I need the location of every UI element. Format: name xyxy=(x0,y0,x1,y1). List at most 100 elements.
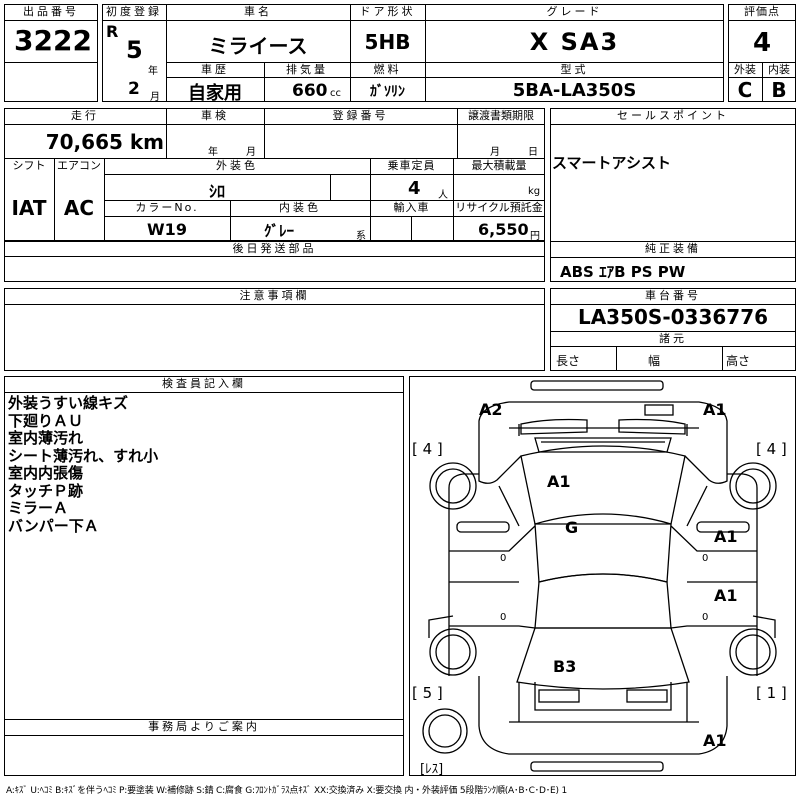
chassis-number: LA350S-0336776 xyxy=(577,305,769,329)
recycle-label: リサイクル預託金 xyxy=(455,201,543,214)
mark-trunk: B3 xyxy=(553,657,577,676)
later-parts-label: 後日発送部品 xyxy=(232,242,317,255)
mark-hood: A1 xyxy=(547,472,571,491)
exterior-label: 外装 xyxy=(734,63,756,76)
legend: A:ｷｽﾞ U:ﾍｺﾐ B:ｷｽﾞを伴うﾍｺﾐ P:要塗装 W:補修跡 S:錆 … xyxy=(6,786,567,796)
lot-box xyxy=(4,4,98,102)
transfer-day-unit: 日 xyxy=(528,147,538,158)
inspector-label: 検査員記入欄 xyxy=(162,377,246,390)
fuel: ｶﾞｿﾘﾝ xyxy=(370,84,405,100)
note-line: 下廻りＡＵ xyxy=(8,411,84,430)
first-reg-label: 初度登録 xyxy=(106,5,162,18)
reg-year: 5 xyxy=(126,36,143,64)
fuel-label: 燃料 xyxy=(373,63,402,76)
diagram-box xyxy=(409,376,796,776)
door-value: 0 xyxy=(500,612,507,623)
capacity-unit: 人 xyxy=(438,190,448,201)
note-line: タッチＰ跡 xyxy=(8,481,84,500)
vehicle-box xyxy=(102,4,724,102)
mark-roof: G xyxy=(565,518,579,537)
sales-label: セールスポイント xyxy=(617,109,729,122)
score-label: 評価点 xyxy=(744,5,780,18)
height-label: 高さ xyxy=(726,354,751,368)
mark-front-left: A2 xyxy=(479,400,503,419)
office-label: 事務局よりご案内 xyxy=(148,720,260,733)
month-unit: 月 xyxy=(150,92,160,103)
history: 自家用 xyxy=(188,83,242,104)
car-name-label: 車名 xyxy=(244,5,272,18)
tire-spare: [ﾚｽ] xyxy=(420,762,444,777)
exterior-color: ｼﾛ xyxy=(208,182,225,201)
door-value: 0 xyxy=(500,553,507,564)
equipment: ABS ｴｱB PS PW xyxy=(560,263,686,281)
color-no-label: カラーNo. xyxy=(135,201,199,214)
note-line: 室内薄汚れ xyxy=(8,429,84,447)
lot-label: 出品番号 xyxy=(23,5,79,18)
width-label: 幅 xyxy=(648,354,661,368)
interior-label: 内装 xyxy=(768,63,790,76)
inspector-box xyxy=(4,376,404,776)
lot-number: 3222 xyxy=(14,24,92,57)
exterior-score: C xyxy=(737,78,753,102)
door-label: ドア形状 xyxy=(359,5,416,18)
car-diagram xyxy=(422,380,777,772)
note-line: シート薄汚れ、すれ小 xyxy=(8,446,159,465)
length-label: 長さ xyxy=(556,354,581,368)
tire-rear-left: [ 5 ] xyxy=(412,684,443,702)
reg-no-label: 登録番号 xyxy=(332,109,389,122)
ac-label: エアコン xyxy=(57,159,101,172)
int-color-unit: 系 xyxy=(356,231,366,242)
note-line: ミラーＡ xyxy=(8,499,69,517)
sales-point: スマートアシスト xyxy=(552,154,671,172)
capacity-label: 乗車定員 xyxy=(387,159,436,172)
displacement: 660 xyxy=(292,81,328,101)
car-name: ミライース xyxy=(208,34,308,58)
insp-year-unit: 年 xyxy=(208,147,218,158)
int-color: ｸﾞﾚｰ xyxy=(264,222,295,240)
inspector-notes: 外装うすい線キズ 下廻りＡＵ 室内薄汚れ シート薄汚れ、すれ小 室内内張傷 タッ… xyxy=(8,394,159,535)
capacity: 4 xyxy=(408,178,421,199)
tire-rear-right: [ 1 ] xyxy=(756,684,787,702)
model: 5BA-LA350S xyxy=(512,80,637,101)
max-load-label: 最大積載量 xyxy=(471,159,527,172)
grade-label: グレード xyxy=(546,5,603,18)
notes-label: 注意事項欄 xyxy=(239,289,310,302)
equipment-label: 純正装備 xyxy=(645,242,701,255)
grade: X SA3 xyxy=(529,28,620,56)
transfer-label: 譲渡書類期限 xyxy=(468,109,534,122)
ac: AC xyxy=(63,196,95,220)
note-line: 室内内張傷 xyxy=(8,464,84,482)
displacement-unit: cc xyxy=(330,88,341,99)
score: 4 xyxy=(752,28,772,58)
import-label: 輸入車 xyxy=(393,201,430,214)
year-unit: 年 xyxy=(148,66,158,77)
mark-front-right: A1 xyxy=(703,400,727,419)
recycle: 6,550 xyxy=(478,220,529,239)
door-value: 0 xyxy=(702,553,709,564)
chassis-box xyxy=(550,288,796,371)
insp-month-unit: 月 xyxy=(246,147,256,158)
model-label: 型式 xyxy=(560,63,589,76)
note-line: 外装うすい線キズ xyxy=(8,394,129,412)
shift: IAT xyxy=(11,196,47,220)
transfer-month-unit: 月 xyxy=(490,147,500,158)
tire-front-right: [ 4 ] xyxy=(756,440,787,458)
dims-label: 諸元 xyxy=(659,332,687,345)
mileage-label: 走行 xyxy=(71,109,99,122)
interior-score: B xyxy=(771,78,787,102)
int-color-label: 内装色 xyxy=(279,201,321,214)
color-label: 外装色 xyxy=(216,159,258,172)
tire-front-left: [ 4 ] xyxy=(412,440,443,458)
notes-box xyxy=(4,288,545,371)
reg-month: 2 xyxy=(128,79,140,99)
door-type: 5HB xyxy=(364,30,411,54)
mark-right-rear-door: A1 xyxy=(714,586,738,605)
note-line: バンパー下Ａ xyxy=(8,516,99,535)
later-parts-box xyxy=(4,241,545,282)
mark-rear-right: A1 xyxy=(703,731,727,750)
recycle-unit: 円 xyxy=(530,231,540,242)
sales-box xyxy=(550,108,796,282)
shift-label: シフト xyxy=(12,159,46,172)
mileage: 70,665 km xyxy=(45,130,164,154)
inspection-label: 車検 xyxy=(201,109,229,122)
